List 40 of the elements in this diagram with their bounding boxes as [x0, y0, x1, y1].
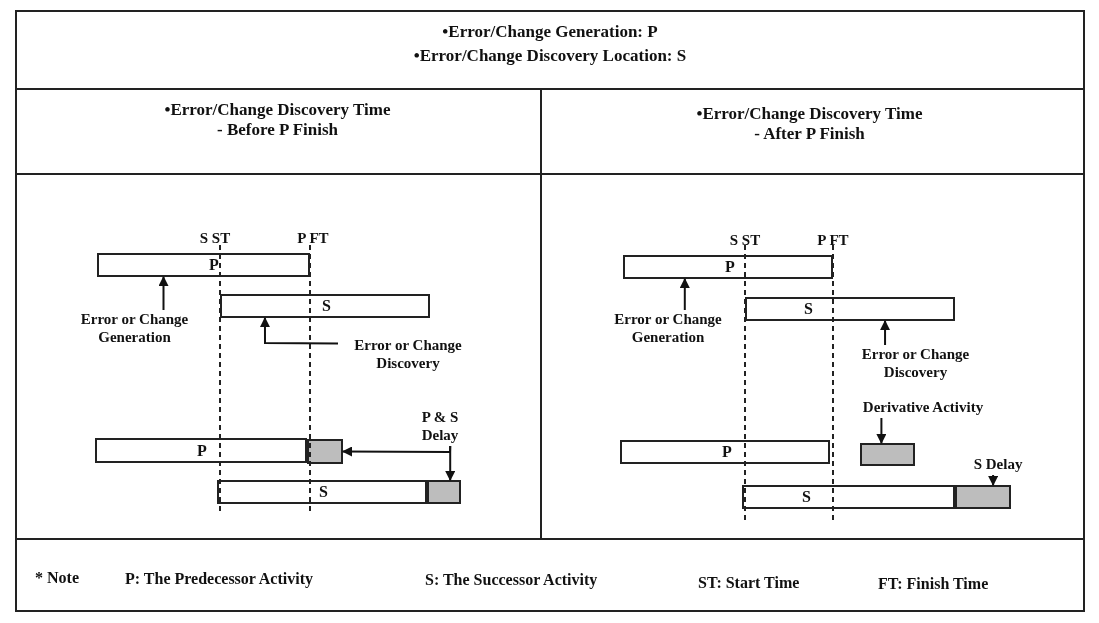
note-text: * Note: [35, 568, 80, 588]
activity-bar: P: [95, 438, 307, 463]
shaded-delay-box: [860, 443, 915, 466]
time-marker-label: P FT: [816, 231, 850, 250]
column-heading: •Error/Change Discovery Time - Before P Finish: [163, 100, 392, 140]
arrow: [342, 445, 452, 457]
time-marker-label: S ST: [198, 229, 232, 248]
activity-bar: S: [742, 485, 955, 509]
arrow: [679, 278, 690, 311]
note-text: ST: Start Time: [698, 573, 801, 593]
activity-bar: P: [97, 253, 310, 277]
annotation-text: Error or Change Generation: [598, 310, 738, 348]
arrow: [876, 417, 887, 444]
activity-bar: S: [217, 480, 427, 504]
annotation-text: Derivative Activity: [843, 398, 1003, 418]
note-text: FT: Finish Time: [878, 574, 990, 594]
note-text: S: The Successor Activity: [425, 570, 599, 590]
arrow: [158, 276, 169, 311]
shaded-delay-box: [427, 480, 461, 504]
note-text: P: The Predecessor Activity: [125, 569, 314, 589]
arrow: [988, 474, 999, 486]
annotation-text: P & S Delay: [410, 408, 470, 446]
shaded-delay-box: [955, 485, 1011, 509]
annotation-text: S Delay: [963, 455, 1033, 475]
annotation-text: Error or Change Discovery: [338, 336, 478, 374]
time-marker-label: P FT: [296, 229, 330, 248]
header-text: •Error/Change Discovery Location: S: [412, 46, 688, 66]
column-heading: •Error/Change Discovery Time - After P Finish: [695, 104, 924, 144]
annotation-text: Error or Change Discovery: [843, 345, 988, 383]
shaded-delay-box: [307, 439, 343, 464]
activity-bar: P: [623, 255, 833, 279]
arrow: [880, 320, 891, 346]
arrow: [445, 445, 456, 481]
activity-bar: S: [745, 297, 955, 321]
activity-bar: P: [620, 440, 830, 464]
header-text: •Error/Change Generation: P: [441, 22, 659, 42]
arrow: [259, 317, 339, 345]
time-marker-label: S ST: [728, 231, 762, 250]
annotation-text: Error or Change Generation: [62, 310, 207, 348]
activity-bar: S: [220, 294, 430, 318]
